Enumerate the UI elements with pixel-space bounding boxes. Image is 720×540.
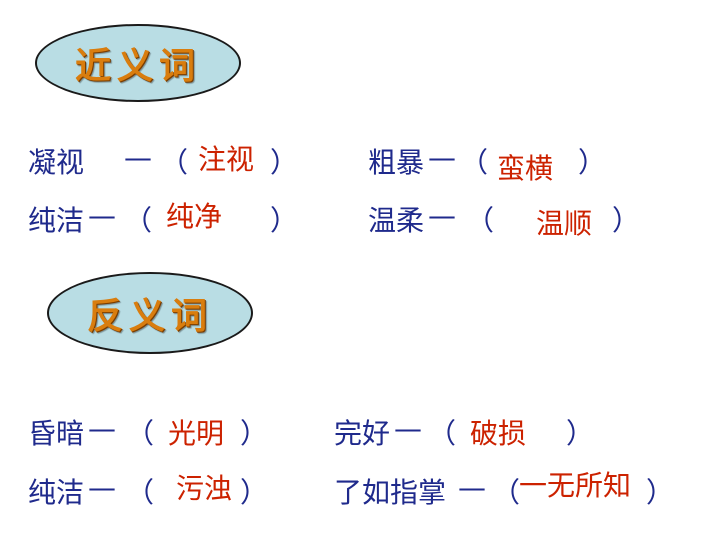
synonym-word-4: 温柔	[368, 204, 425, 237]
antonym-answer-4: 一无所知	[519, 469, 632, 502]
antonym-close-4: ）	[646, 476, 675, 509]
antonym-answer-2: 破损	[470, 417, 527, 450]
antonym-header-oval: 反义词	[47, 272, 253, 354]
antonym-open-3: （	[126, 476, 155, 509]
antonym-word-4: 了如指掌	[334, 476, 447, 509]
synonym-open-1: （	[160, 146, 189, 179]
synonym-header-oval: 近义词	[35, 24, 241, 102]
synonym-answer-2: 蛮横	[497, 152, 554, 185]
antonym-word-2: 完好	[334, 417, 391, 450]
antonym-word-3: 纯洁	[28, 476, 85, 509]
synonym-open-2: （	[460, 146, 489, 179]
synonym-open-4: （	[466, 204, 495, 237]
synonym-answer-3: 纯净	[166, 200, 223, 233]
antonym-answer-1: 光明	[168, 417, 225, 450]
antonym-dash-1: —	[88, 412, 116, 445]
synonym-header: 近义词	[74, 45, 201, 87]
antonym-close-2: ）	[566, 417, 595, 450]
antonym-dash-2: —	[394, 412, 422, 445]
synonym-dash-3: —	[88, 199, 116, 232]
synonym-close-1: ）	[270, 146, 299, 179]
synonym-word-2: 粗暴	[368, 146, 425, 179]
antonym-open-4: （	[492, 476, 521, 509]
synonym-answer-1: 注视	[198, 143, 255, 176]
antonym-close-1: ）	[240, 417, 269, 450]
synonym-close-4: ）	[612, 204, 641, 237]
synonym-dash-1: —	[124, 141, 152, 174]
synonym-close-3: ）	[270, 204, 299, 237]
antonym-open-2: （	[428, 417, 457, 450]
antonym-dash-3: —	[88, 471, 116, 504]
synonym-answer-4: 温顺	[536, 207, 593, 240]
synonym-dash-4: —	[428, 199, 456, 232]
antonym-dash-4: —	[458, 471, 486, 504]
synonym-word-3: 纯洁	[28, 204, 85, 237]
synonym-open-3: （	[124, 204, 153, 237]
antonym-close-3: ）	[240, 476, 269, 509]
antonym-open-1: （	[126, 417, 155, 450]
synonym-dash-2: —	[428, 141, 456, 174]
antonym-answer-3: 污浊	[176, 472, 233, 505]
synonym-word-1: 凝视	[28, 146, 85, 179]
antonym-word-1: 昏暗	[28, 417, 85, 450]
antonym-header: 反义词	[86, 295, 213, 337]
synonym-close-2: ）	[578, 146, 607, 179]
